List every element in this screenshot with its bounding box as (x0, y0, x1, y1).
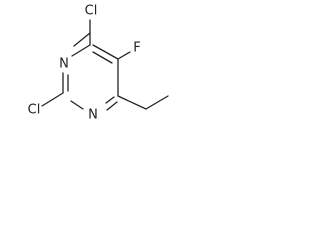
bond-c2-cl (41, 92, 64, 107)
atom-cl-top: Cl (85, 4, 98, 19)
atom-n-upper: N (59, 57, 69, 72)
atom-f: F (133, 41, 140, 56)
bond-c5-c4-double (92, 51, 113, 64)
bond-c4-n3-single (71, 44, 91, 57)
bond-c4-n3 (73, 32, 91, 47)
bond-c6-ethyl-1 (117, 95, 147, 110)
bond-c5-c4 (92, 44, 119, 60)
bond-n1-c6-double (105, 96, 115, 104)
atom-n-lower: N (88, 108, 98, 123)
bond-ethyl-2 (145, 95, 169, 110)
bond-n1-c6 (106, 101, 118, 111)
bond-c5-f (117, 51, 131, 60)
bond-c2-n1 (70, 100, 84, 110)
atom-cl-bottom: Cl (28, 103, 41, 118)
pyrimidine-structure-diagram: Cl F N N Cl (28, 4, 169, 123)
